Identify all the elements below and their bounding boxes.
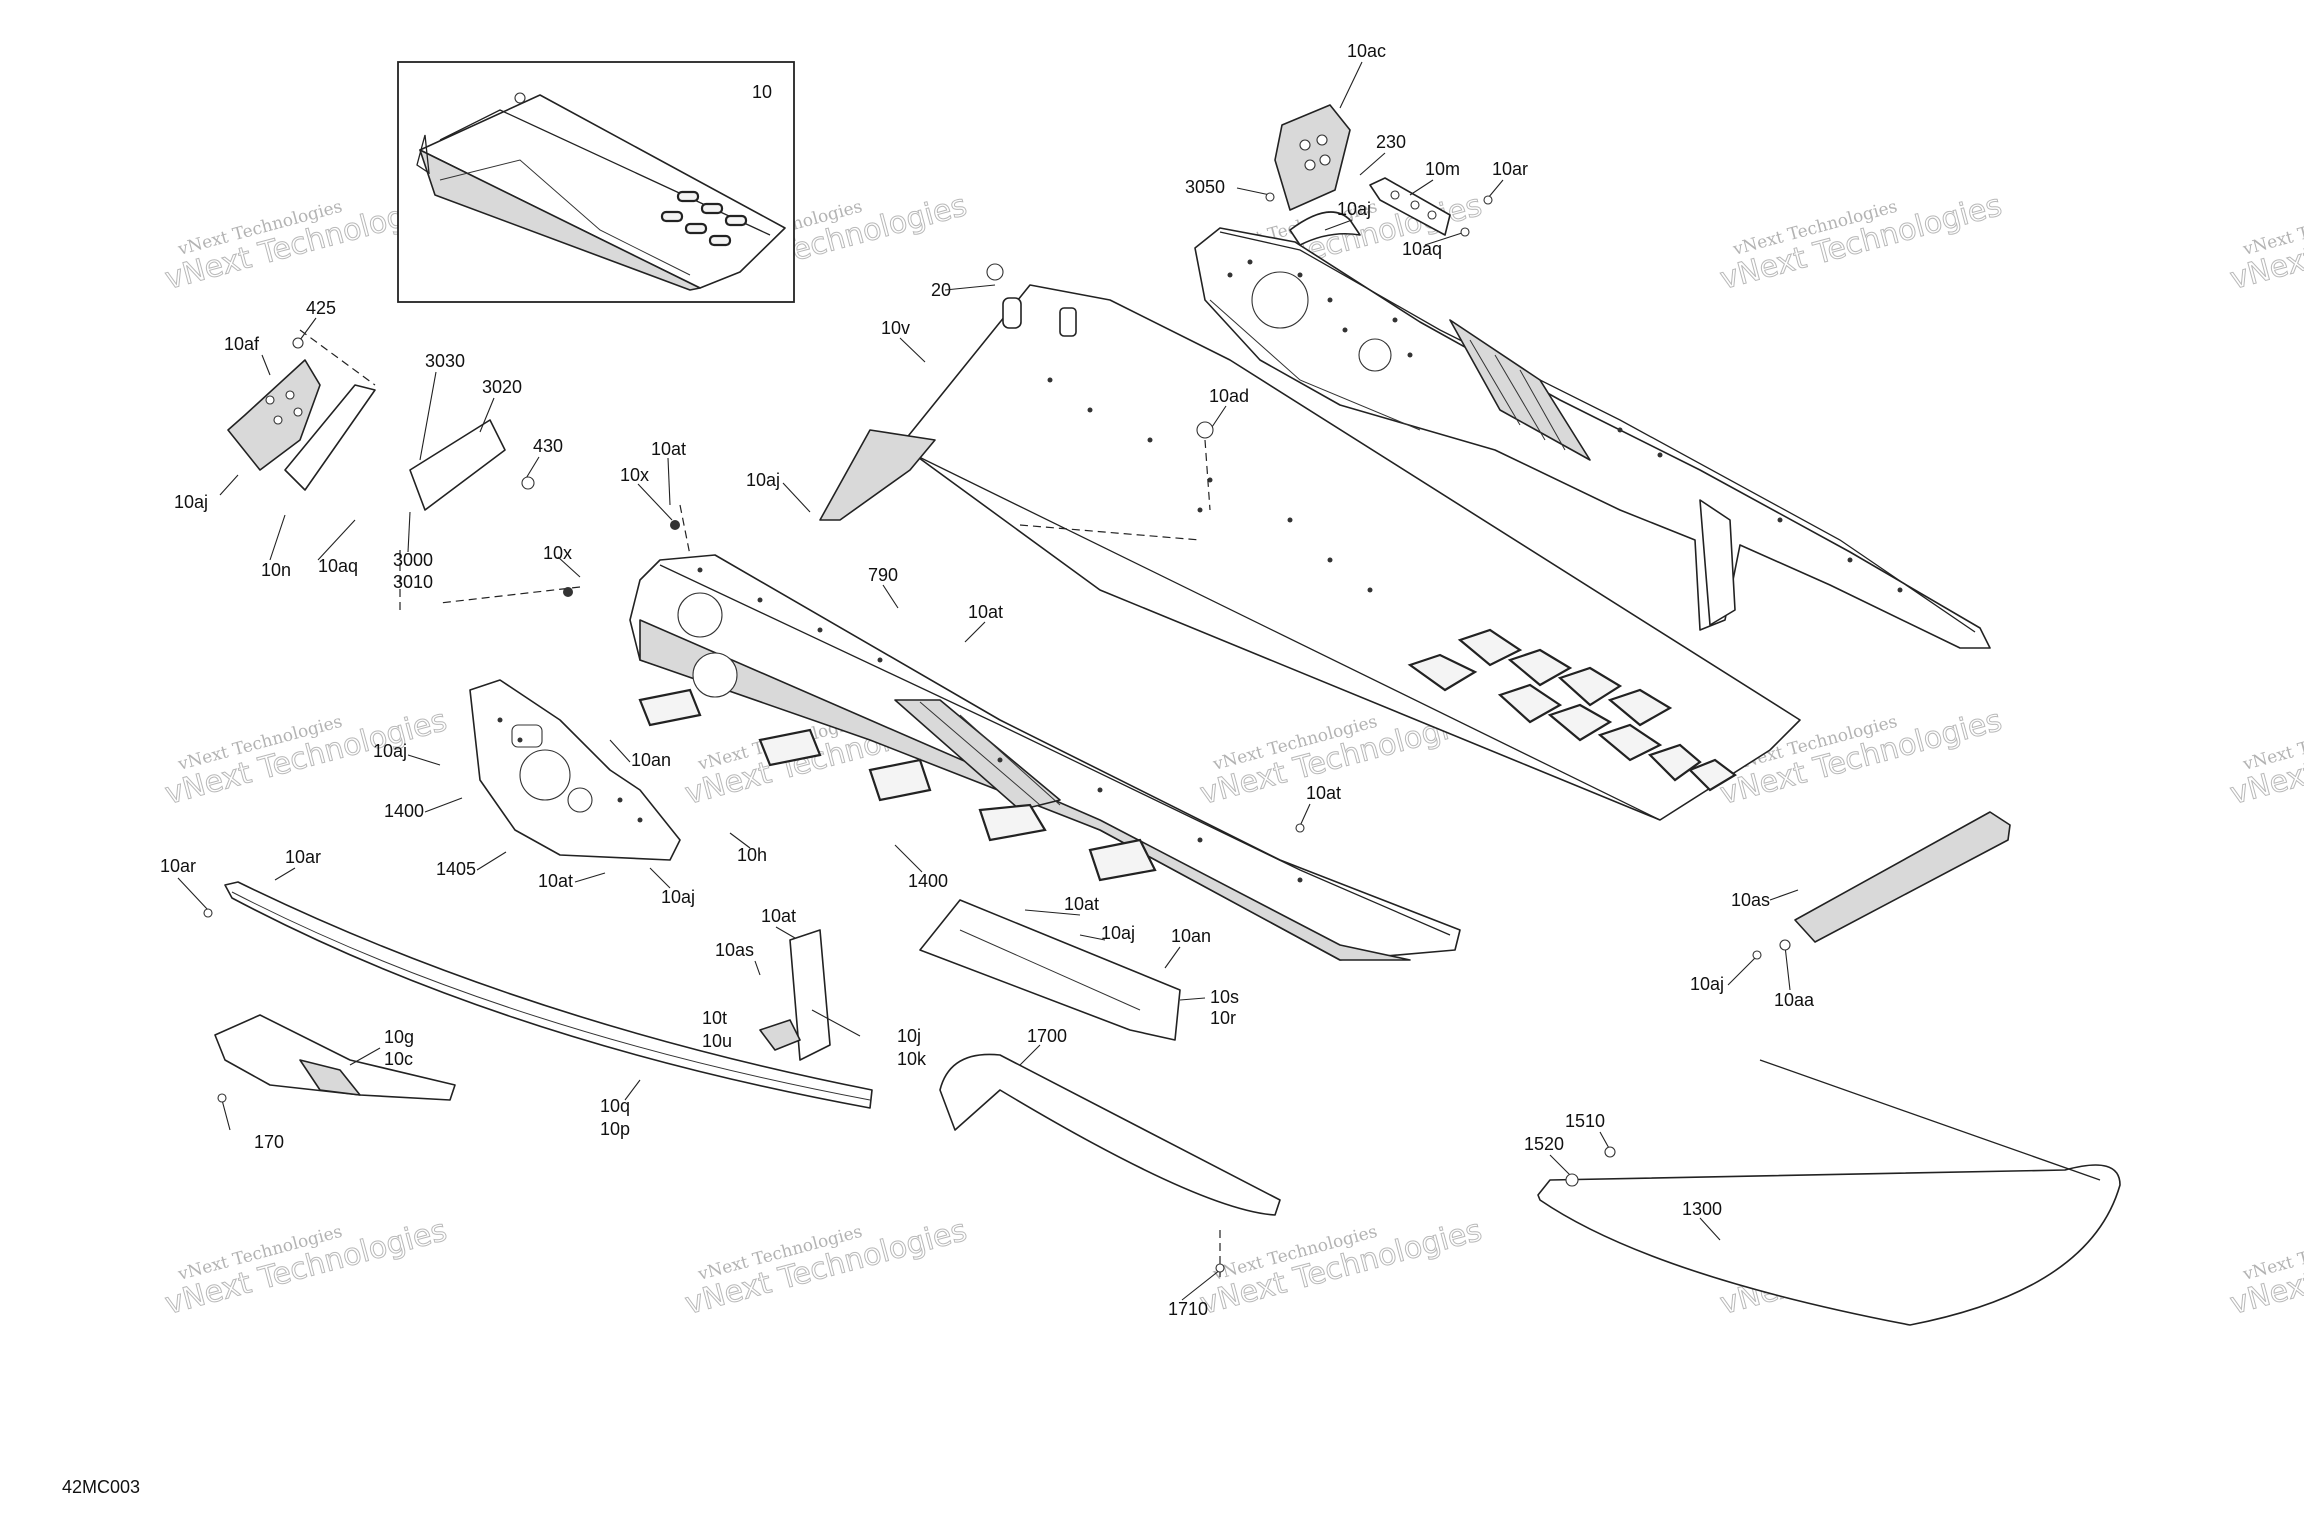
callout-label: 230 xyxy=(1376,132,1406,152)
bracket-170 xyxy=(214,1014,456,1101)
callout-label: 20 xyxy=(931,280,951,300)
inner-plate xyxy=(469,679,681,861)
callout-label: 10an xyxy=(1171,926,1211,946)
callout-label: 10at xyxy=(761,906,796,926)
callout-label: 10aj xyxy=(1101,923,1135,943)
callout-label: 10as xyxy=(1731,890,1770,910)
callout-label: 10x xyxy=(620,465,649,485)
callout-label: 10x xyxy=(543,543,572,563)
callout-label: 10aj xyxy=(746,470,780,490)
callout-label: 3020 xyxy=(482,377,522,397)
bracket-10j xyxy=(759,929,831,1061)
callout-label: 10h xyxy=(737,845,767,865)
callout-label: 10aa xyxy=(1774,990,1815,1010)
callout-label: 10k xyxy=(897,1049,927,1069)
callout-label: 10aq xyxy=(318,556,358,576)
callout-label: 10af xyxy=(224,334,260,354)
left-side-rail xyxy=(629,554,1461,961)
rear-bumper-1700 xyxy=(939,1053,1281,1216)
callout-label: 10an xyxy=(631,750,671,770)
callout-label: 10r xyxy=(1210,1008,1236,1028)
callout-label: 10aj xyxy=(661,887,695,907)
callout-label: 10p xyxy=(600,1119,630,1139)
callout-label: 10aj xyxy=(1690,974,1724,994)
callout-label: 3010 xyxy=(393,572,433,592)
callout-label: 10v xyxy=(881,318,910,338)
rear-bumper-1300 xyxy=(1537,1059,2121,1326)
bracket-10ac xyxy=(1274,104,1451,246)
callout-label: 10at xyxy=(1306,783,1341,803)
callout-label: 10at xyxy=(651,439,686,459)
callout-label: 1520 xyxy=(1524,1134,1564,1154)
callout-label: 10g xyxy=(384,1027,414,1047)
right-side-rail xyxy=(1194,227,1991,649)
callout-label: 1710 xyxy=(1168,1299,1208,1319)
callout-label: 10ar xyxy=(160,856,196,876)
callout-label: 10ac xyxy=(1347,41,1386,61)
callout-label: 1510 xyxy=(1565,1111,1605,1131)
callout-label: 3000 xyxy=(393,550,433,570)
callout-label: 425 xyxy=(306,298,336,318)
tunnel-panel xyxy=(819,284,1801,821)
fasteners xyxy=(203,192,1791,1273)
callout-label: 10n xyxy=(261,560,291,580)
callout-label: 10j xyxy=(897,1026,921,1046)
callout-label: 10m xyxy=(1425,159,1460,179)
callout-label: 430 xyxy=(533,436,563,456)
front-bracket-set xyxy=(227,359,506,511)
callout-label: 10q xyxy=(600,1096,630,1116)
callout-label: 10aj xyxy=(1337,199,1371,219)
callout-label: 3050 xyxy=(1185,177,1225,197)
callout-label: 10 xyxy=(752,82,772,102)
callout-label: 10ar xyxy=(1492,159,1528,179)
bracket-10aa xyxy=(1794,811,2011,943)
callout-label: 170 xyxy=(254,1132,284,1152)
diagram-code: 42MC003 xyxy=(62,1477,140,1497)
callout-label: 10at xyxy=(538,871,573,891)
callout-label: 1405 xyxy=(436,859,476,879)
callout-label: 10s xyxy=(1210,987,1239,1007)
leader-lines xyxy=(177,61,1799,1301)
callout-label: 1300 xyxy=(1682,1199,1722,1219)
callout-label: 10aj xyxy=(174,492,208,512)
callout-label: 1400 xyxy=(908,871,948,891)
callout-label: 10aq xyxy=(1402,239,1442,259)
callout-label: 10at xyxy=(968,602,1003,622)
callout-labels: 10 10ac 230 10m 10ar 3050 10aj 10aq 425 … xyxy=(160,41,1815,1319)
callout-label: 10t xyxy=(702,1008,727,1028)
callout-label: 790 xyxy=(868,565,898,585)
bracket-10s xyxy=(919,899,1181,1041)
callout-label: 10ad xyxy=(1209,386,1249,406)
runner-strip xyxy=(224,881,873,1109)
callout-label: 1400 xyxy=(384,801,424,821)
callout-label: 10as xyxy=(715,940,754,960)
callout-label: 10u xyxy=(702,1031,732,1051)
callout-label: 10c xyxy=(384,1049,413,1069)
callout-label: 3030 xyxy=(425,351,465,371)
callout-label: 10at xyxy=(1064,894,1099,914)
callout-label: 10ar xyxy=(285,847,321,867)
callout-label: 10aj xyxy=(373,741,407,761)
assembly-inset xyxy=(397,61,795,303)
callout-label: 1700 xyxy=(1027,1026,1067,1046)
